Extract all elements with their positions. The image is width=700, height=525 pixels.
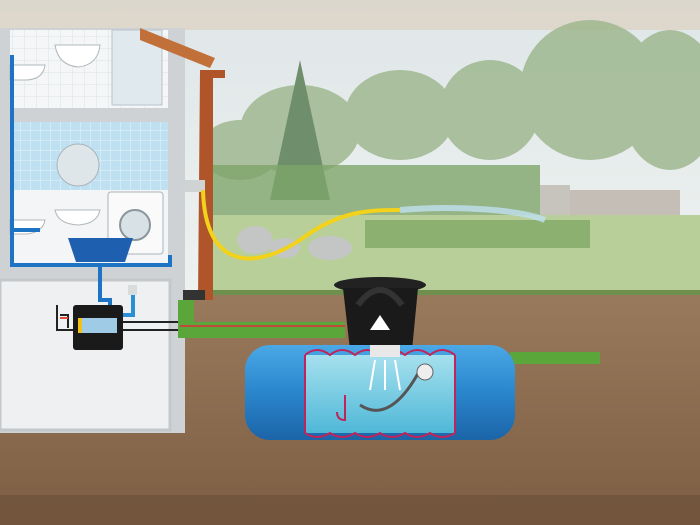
pump-unit xyxy=(56,285,137,350)
turf-edge xyxy=(190,290,700,295)
stone-wall xyxy=(540,185,570,220)
house-cutaway xyxy=(0,28,185,433)
float-ball xyxy=(416,363,434,381)
bottom-strip xyxy=(0,495,700,525)
garden-hose xyxy=(201,189,401,261)
flower-bed xyxy=(365,220,590,248)
pipe-coupling xyxy=(183,290,205,300)
roof-eave xyxy=(140,28,215,68)
background-landscape xyxy=(0,0,700,300)
suction-hose xyxy=(336,395,346,422)
toilet-icon xyxy=(9,64,46,81)
sink-icon xyxy=(54,209,101,226)
basement xyxy=(0,278,172,432)
mirror xyxy=(56,143,100,187)
downpipe-filter xyxy=(185,180,205,192)
filter-basket xyxy=(370,315,390,330)
fence xyxy=(570,190,680,215)
trees xyxy=(200,20,700,180)
water-spray xyxy=(399,205,547,223)
inflow-pipe xyxy=(178,300,345,338)
tank-shaft xyxy=(334,277,426,350)
laundry-basket xyxy=(68,238,133,262)
downpipe xyxy=(198,70,225,300)
floating-extraction xyxy=(359,369,422,412)
calming-inlet xyxy=(370,345,400,357)
tank-water xyxy=(305,355,455,433)
underground-tank xyxy=(245,345,515,440)
tap-icon xyxy=(128,285,137,295)
sink-icon xyxy=(54,44,101,68)
suction-line xyxy=(123,321,180,331)
